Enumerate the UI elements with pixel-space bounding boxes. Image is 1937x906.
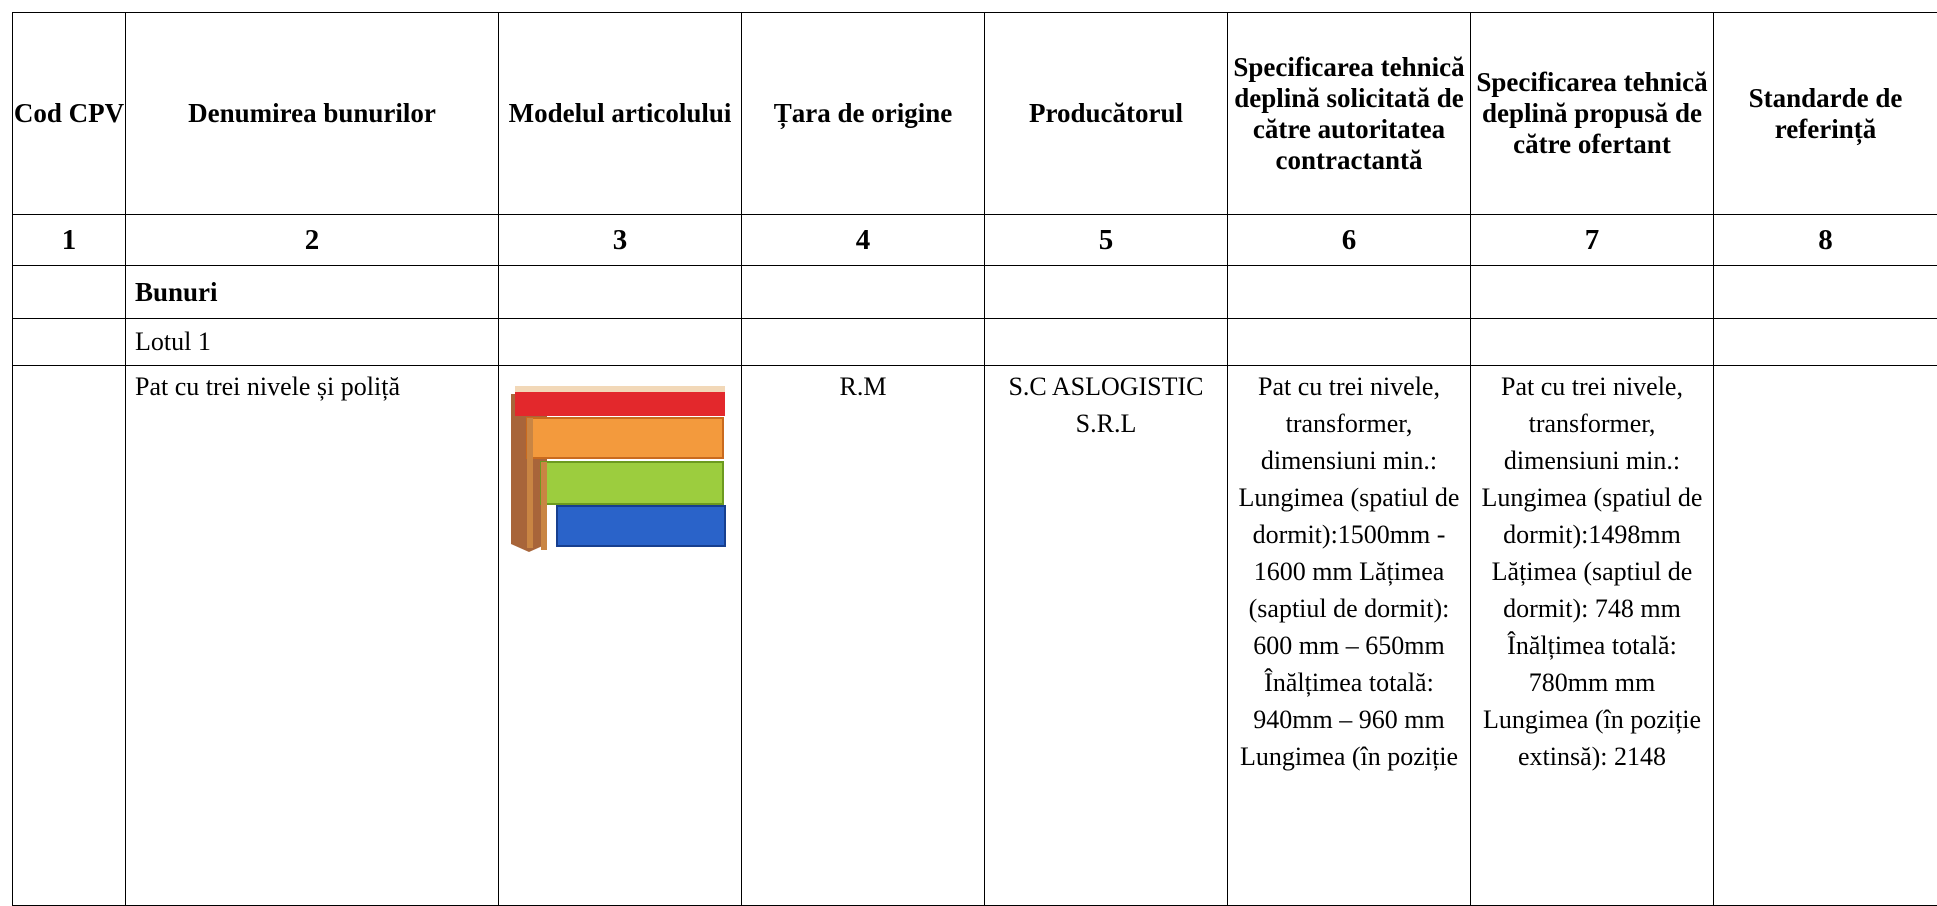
header-producatorul: Producătorul: [985, 13, 1228, 215]
empty-cell: [742, 266, 985, 319]
empty-cell: [13, 266, 126, 319]
header-denumirea: Denumirea bunurilor: [126, 13, 499, 215]
lot-label: Lotul 1: [126, 319, 499, 366]
item-spec-offered: Pat cu trei nivele, transformer, dimensi…: [1471, 366, 1714, 906]
empty-cell: [1714, 266, 1937, 319]
section-label: Bunuri: [126, 266, 499, 319]
item-standards: [1714, 366, 1937, 906]
bed-top-edge: [515, 386, 725, 392]
bed-level-orange: [527, 418, 723, 458]
empty-cell: [1228, 266, 1471, 319]
column-number: 1: [13, 215, 126, 266]
lot-row: Lotul 1: [13, 319, 1937, 366]
cpv-code-cell: [13, 366, 126, 906]
bed-level-green: [541, 462, 723, 504]
column-number: 8: [1714, 215, 1937, 266]
bed-frame-stripe: [527, 418, 533, 548]
header-modelul: Modelul articolului: [499, 13, 742, 215]
empty-cell: [985, 266, 1228, 319]
column-number-row: 1 2 3 4 5 6 7 8: [13, 215, 1937, 266]
item-producer: S.C ASLOGISTIC S.R.L: [985, 366, 1228, 906]
header-standarde: Standarde de referință: [1714, 13, 1937, 215]
item-row: Pat cu trei nivele și poliță R.M: [13, 366, 1937, 906]
item-country: R.M: [742, 366, 985, 906]
bed-level-blue: [557, 506, 725, 546]
bed-product-image: [507, 374, 733, 554]
column-number: 7: [1471, 215, 1714, 266]
header-spec-propusa: Specificarea tehnică deplină propusă de …: [1471, 13, 1714, 215]
empty-cell: [742, 319, 985, 366]
section-row: Bunuri: [13, 266, 1937, 319]
empty-cell: [985, 319, 1228, 366]
empty-cell: [499, 319, 742, 366]
header-row: Cod CPV Denumirea bunurilor Modelul arti…: [13, 13, 1937, 215]
header-tara: Țara de origine: [742, 13, 985, 215]
empty-cell: [1228, 319, 1471, 366]
item-spec-requested: Pat cu trei nivele, transformer, dimensi…: [1228, 366, 1471, 906]
item-model-image-cell: [499, 366, 742, 906]
header-spec-solicitata: Specificarea tehnică deplină solicitată …: [1228, 13, 1471, 215]
column-number: 5: [985, 215, 1228, 266]
empty-cell: [1471, 319, 1714, 366]
header-cod-cpv: Cod CPV: [13, 13, 126, 215]
empty-cell: [499, 266, 742, 319]
item-name: Pat cu trei nivele și poliță: [126, 366, 499, 906]
empty-cell: [1714, 319, 1937, 366]
bed-top-shelf: [515, 390, 725, 416]
column-number: 4: [742, 215, 985, 266]
bed-frame-stripe: [541, 462, 547, 550]
column-number: 3: [499, 215, 742, 266]
technical-spec-table: Cod CPV Denumirea bunurilor Modelul arti…: [12, 12, 1937, 906]
empty-cell: [13, 319, 126, 366]
column-number: 6: [1228, 215, 1471, 266]
empty-cell: [1471, 266, 1714, 319]
column-number: 2: [126, 215, 499, 266]
